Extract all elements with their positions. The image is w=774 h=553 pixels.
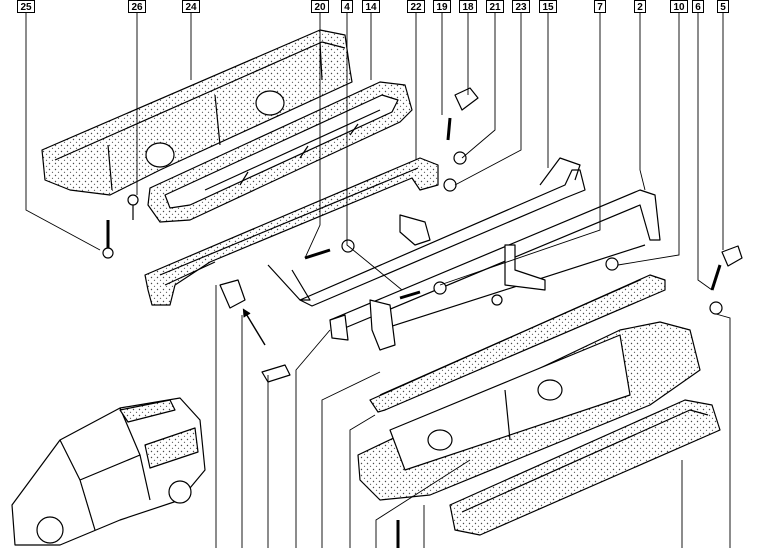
callout-24: 24	[182, 0, 200, 13]
leader-line	[346, 13, 403, 291]
callout-10: 10	[670, 0, 688, 13]
clip-26	[127, 194, 139, 220]
clip-18	[454, 87, 479, 111]
callout-23: 23	[512, 0, 530, 13]
callout-25: 25	[17, 0, 35, 13]
leader-line	[304, 13, 321, 259]
nut-10	[605, 257, 619, 271]
bracket-center	[369, 214, 546, 351]
tray-upper	[147, 81, 413, 223]
bolt-center	[399, 281, 503, 306]
callout-19: 19	[433, 0, 451, 13]
leader-line	[461, 13, 496, 159]
callout-18: 18	[459, 0, 477, 13]
bracket-small-left	[219, 279, 349, 341]
callout-15: 15	[539, 0, 557, 13]
callout-26: 26	[128, 0, 146, 13]
callout-5: 5	[717, 0, 729, 13]
leader-line	[349, 414, 376, 548]
callout-21: 21	[486, 0, 504, 13]
direction-arrow	[242, 308, 266, 346]
callout-4: 4	[341, 0, 353, 13]
leader-line	[439, 13, 601, 286]
leader-line	[639, 13, 646, 191]
tray-lower-large	[357, 321, 701, 501]
leader-line	[715, 313, 731, 548]
leader-line	[375, 459, 471, 548]
leader-line	[25, 13, 101, 251]
nut-21	[443, 178, 457, 192]
leader-line	[697, 13, 713, 291]
callout-2: 2	[634, 0, 646, 13]
tray-lower-small	[449, 399, 721, 536]
callout-leaders	[25, 13, 731, 548]
callout-14: 14	[362, 0, 380, 13]
leader-line	[617, 13, 680, 266]
clip-lower	[261, 364, 400, 548]
step-rail	[144, 157, 439, 306]
callout-20: 20	[311, 0, 329, 13]
vehicle-illustration	[11, 397, 206, 546]
leader-line	[295, 329, 331, 548]
lower-rail-10	[369, 274, 666, 413]
callout-22: 22	[407, 0, 425, 13]
bolt-19	[446, 117, 467, 165]
leader-line	[454, 13, 522, 186]
leader-line	[321, 371, 381, 548]
support-bar-15	[267, 157, 586, 307]
screw-25	[102, 220, 114, 259]
callout-7: 7	[594, 0, 606, 13]
bolt-6	[709, 245, 743, 315]
callout-6: 6	[692, 0, 704, 13]
